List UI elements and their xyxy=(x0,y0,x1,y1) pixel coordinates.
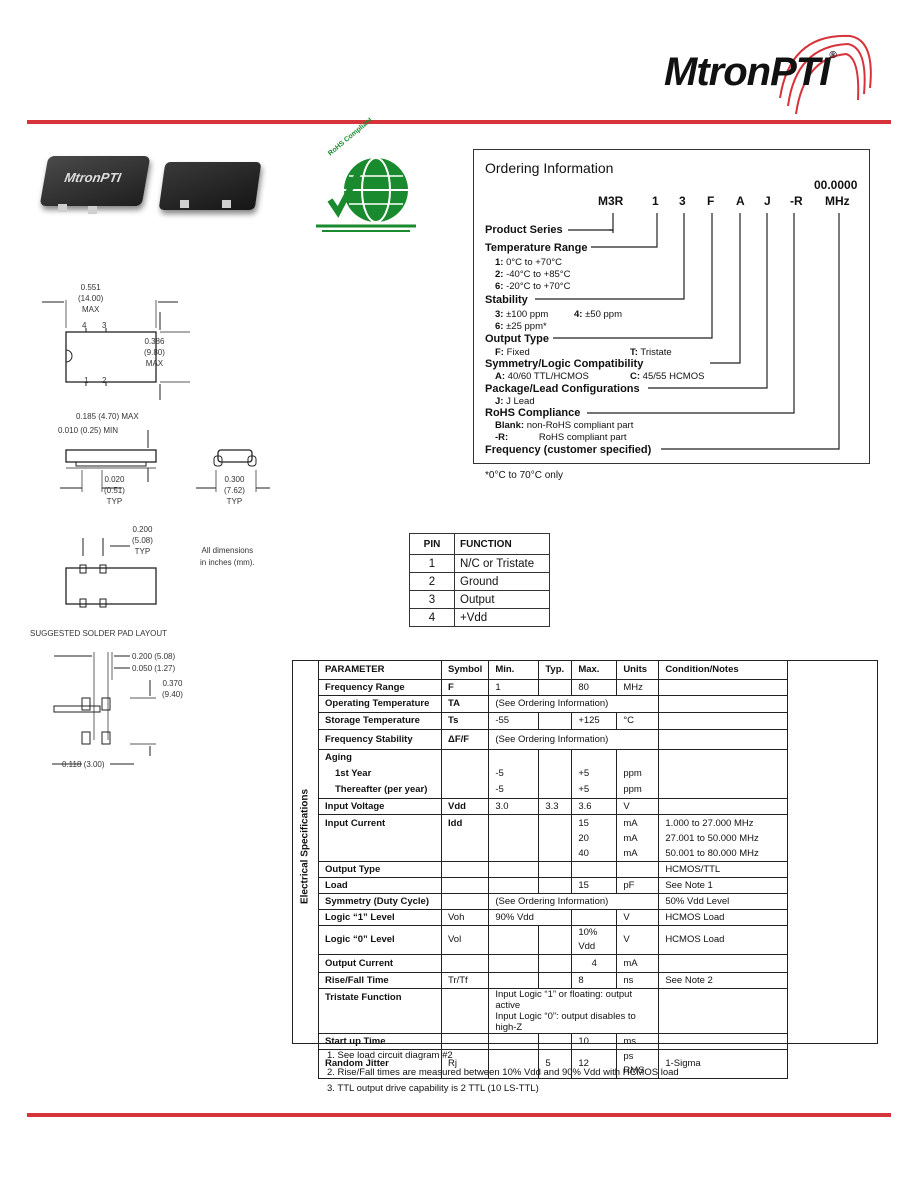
ordering-footnote: *0°C to 70°C only xyxy=(485,470,564,481)
pin-label-2: 2 xyxy=(102,376,107,385)
stab-option-3: 3: ±100 ppm xyxy=(495,309,549,320)
frequency-example: 00.0000 xyxy=(814,178,858,192)
pin-label-4: 4 xyxy=(82,321,87,330)
company-logo: MtronPTI® xyxy=(664,50,837,94)
temp-option-2: 2: -40°C to +85°C xyxy=(495,269,571,280)
pkg-option-j: J: J Lead xyxy=(495,396,535,407)
dim-side-height: 0.185 (4.70) MAX xyxy=(76,412,139,421)
code-output: F xyxy=(707,194,715,208)
mechanical-drawing xyxy=(42,300,270,765)
sym-option-a: A: 40/60 TTL/HCMOS xyxy=(495,371,589,382)
label-package: Package/Lead Configurations xyxy=(485,383,640,395)
pin-label-3: 3 xyxy=(102,321,107,330)
product-photo-bottom xyxy=(158,162,262,210)
ordering-info-box xyxy=(473,149,870,464)
rohs-globe-icon xyxy=(316,157,416,232)
dim-top-height: 0.386(9.80)MAX xyxy=(144,337,165,368)
label-rohs: RoHS Compliance xyxy=(485,407,581,419)
dim-layout-pad: 0.050 (1.27) xyxy=(132,664,176,673)
dim-layout-width: 0.118 (3.00) xyxy=(62,760,105,769)
ordering-title: Ordering Information xyxy=(485,160,614,176)
label-product-series: Product Series xyxy=(485,224,563,236)
rohs-option-r: -R: RoHS compliant part xyxy=(495,432,627,443)
label-temp-range: Temperature Range xyxy=(485,242,588,254)
temp-option-6: 6: -20°C to +70°C xyxy=(495,281,571,292)
code-series: M3R xyxy=(598,194,624,208)
ordering-leader-lines xyxy=(535,213,840,450)
product-photo-top: MtronPTI xyxy=(39,156,151,206)
header-rule xyxy=(27,120,891,124)
dim-layout-pitch: 0.200 (5.08) xyxy=(132,652,176,661)
code-temp: 1 xyxy=(652,194,659,208)
label-frequency: Frequency (customer specified) xyxy=(485,444,652,456)
table-row: 4+Vdd xyxy=(409,608,550,627)
pad xyxy=(58,204,67,212)
dim-bottom-pitch: 0.200(5.08)TYP xyxy=(132,525,153,556)
dim-side-lead: 0.020(0.51)TYP xyxy=(104,475,125,506)
dim-side-standoff: 0.010 (0.25) MIN xyxy=(58,426,119,435)
pad xyxy=(88,206,97,214)
spec-note-3: 3. TTL output drive capability is 2 TTL … xyxy=(327,1083,539,1094)
spec-note-1: 1. See load circuit diagram #2 xyxy=(327,1050,453,1061)
pin-label-1: 1 xyxy=(84,376,89,385)
function-header: FUNCTION xyxy=(454,533,550,555)
label-stability: Stability xyxy=(485,294,528,306)
pad-layout-title: SUGGESTED SOLDER PAD LAYOUT xyxy=(30,629,168,638)
logo-swoosh-icon xyxy=(779,34,872,115)
pin-header: PIN xyxy=(409,533,455,555)
pad xyxy=(222,200,231,208)
pad xyxy=(180,200,189,208)
dim-layout-height: 0.370(9.40) xyxy=(162,679,183,699)
code-unit: MHz xyxy=(825,194,850,208)
table-row: Tristate Function Input Logic “1” or flo… xyxy=(318,988,789,1034)
label-symmetry: Symmetry/Logic Compatibility xyxy=(485,358,644,370)
spec-side-label: Electrical Specifications xyxy=(293,661,319,1043)
stab-option-6: 6: ±25 ppm* xyxy=(495,321,547,332)
ot-option-f: F: Fixed xyxy=(495,347,530,358)
stab-option-4: 4: ±50 ppm xyxy=(574,309,622,320)
table-row: Symmetry (Duty Cycle)(See Ordering Infor… xyxy=(318,893,789,910)
spec-note-2: 2. Rise/Fall times are measured between … xyxy=(327,1067,679,1078)
sym-option-c: C: 45/55 HCMOS xyxy=(630,371,705,382)
code-package: J xyxy=(764,194,771,208)
rohs-option-blank: Blank: non-RoHS compliant part xyxy=(495,420,634,431)
code-stability: 3 xyxy=(679,194,686,208)
code-symmetry: A xyxy=(736,194,745,208)
dim-top-width: 0.551(14.00)MAX xyxy=(78,283,104,314)
temp-option-1: 1: 0°C to +70°C xyxy=(495,257,563,268)
footer-rule xyxy=(27,1113,891,1117)
code-rohs: -R xyxy=(790,194,803,208)
label-output-type: Output Type xyxy=(485,333,549,345)
dim-end-width: 0.300(7.62)TYP xyxy=(224,475,245,506)
ot-option-t: T: Tristate xyxy=(630,347,672,358)
